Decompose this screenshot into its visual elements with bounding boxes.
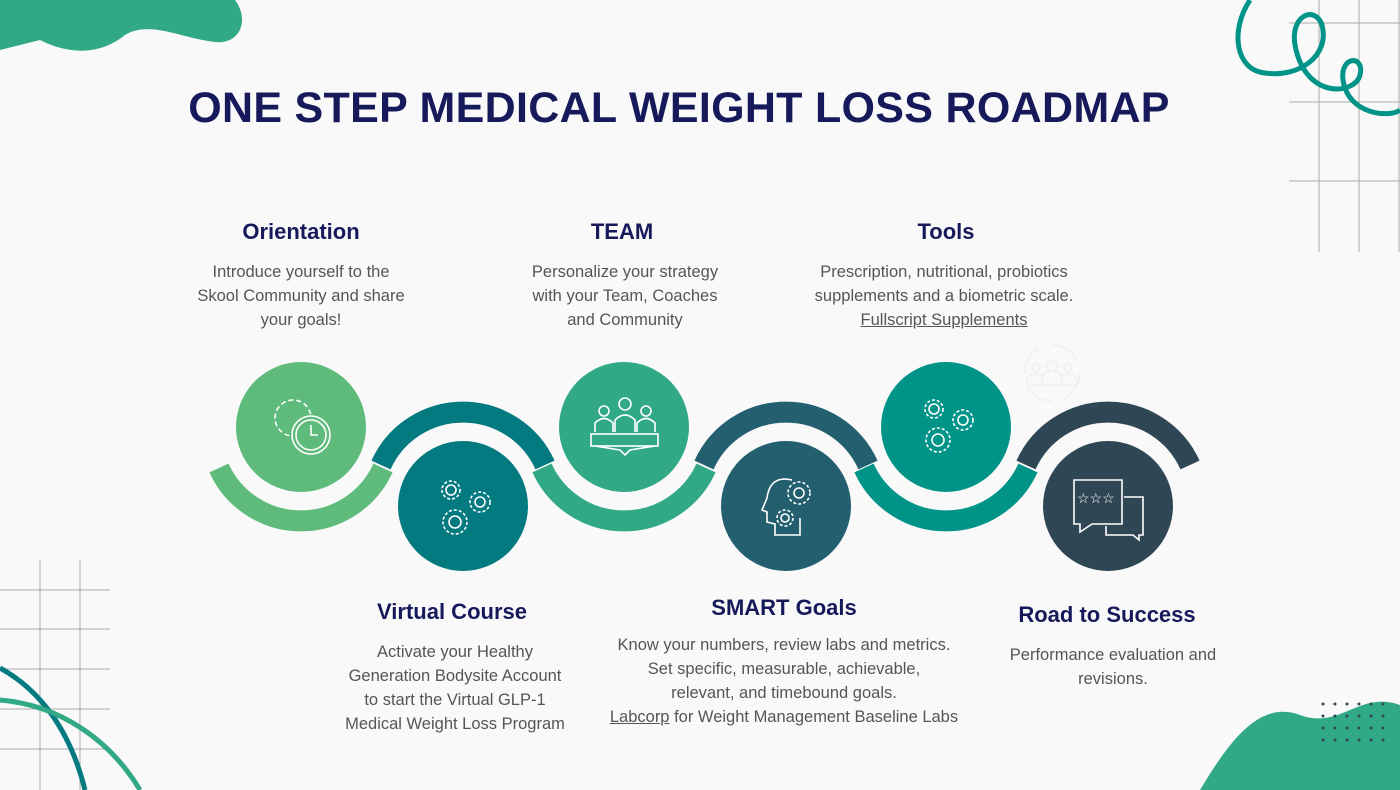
- text-line: to start the Virtual GLP-1: [364, 691, 546, 709]
- gears-icon-step2: [441, 480, 491, 535]
- blob-bottom-right: [1200, 701, 1400, 790]
- text-line: Introduce yourself to the: [212, 263, 390, 281]
- rating-chat-icon: ☆☆☆: [1073, 479, 1144, 542]
- arc-step2: [371, 401, 555, 470]
- grid-top-right: [1289, 0, 1400, 252]
- step-smart-goals-description: Know your numbers, review labs and metri…: [584, 633, 984, 729]
- arc-step3: [532, 463, 716, 532]
- arc-step5: [854, 463, 1038, 532]
- fullscript-supplements-link[interactable]: Fullscript Supplements: [860, 311, 1028, 329]
- text-line: Generation Bodysite Account: [348, 667, 562, 685]
- squiggle: [1235, 0, 1400, 117]
- step-tools-heading: Tools: [917, 219, 975, 244]
- text-line: Labcorp for Weight Management Baseline L…: [584, 705, 984, 729]
- gear-clock-icon: [274, 399, 331, 455]
- text-line: relevant, and timebound goals.: [671, 684, 897, 702]
- text-line: Set specific, measurable, achievable,: [647, 660, 921, 678]
- circle-step5: [881, 362, 1011, 492]
- step-team-description: Personalize your strategy with your Team…: [495, 260, 755, 332]
- curve-bottom-left-2: [0, 697, 143, 790]
- text-line: Prescription, nutritional, probiotics: [820, 263, 1068, 281]
- dots-pattern: [1321, 702, 1385, 742]
- circle-step2: [398, 441, 528, 571]
- circle-step4: [721, 441, 851, 571]
- text-line: Performance evaluation and: [1009, 646, 1217, 664]
- grid-bottom-left: [0, 560, 110, 790]
- text-line: your goals!: [260, 311, 342, 329]
- head-gears-icon: [760, 478, 811, 536]
- text-line: with your Team, Coaches: [532, 287, 718, 305]
- text-line: supplements and a biometric scale.: [814, 287, 1074, 305]
- arc-step4: [694, 401, 878, 470]
- text-line: and Community: [567, 311, 683, 329]
- arc-step1: [209, 463, 393, 532]
- step-orientation-heading: Orientation: [242, 219, 360, 244]
- circle-step3: [559, 362, 689, 492]
- text-line: Know your numbers, review labs and metri…: [617, 636, 951, 654]
- team-refresh-icon: [1023, 344, 1081, 402]
- svg-text:☆☆☆: ☆☆☆: [1077, 490, 1115, 506]
- text-line: Personalize your strategy: [531, 263, 719, 281]
- page-title: ONE STEP MEDICAL WEIGHT LOSS ROADMAP: [188, 84, 1170, 132]
- text-line: Activate your Healthy: [377, 643, 533, 661]
- step-virtual-course-description: Activate your Healthy Generation Bodysit…: [320, 640, 590, 736]
- circle-step6: [1043, 441, 1173, 571]
- step-virtual-course-heading: Virtual Course: [377, 599, 527, 624]
- text-line: revisions.: [1078, 670, 1148, 688]
- text-line: Skool Community and share: [197, 287, 405, 305]
- step-smart-goals-heading: SMART Goals: [711, 595, 857, 620]
- step-orientation-description: Introduce yourself to the Skool Communit…: [171, 260, 431, 332]
- gears-icon-step5: [924, 399, 974, 453]
- arc-step6: [1016, 401, 1200, 470]
- text-line: Medical Weight Loss Program: [345, 715, 565, 733]
- labcorp-link[interactable]: Labcorp: [609, 708, 670, 726]
- step-team-heading: TEAM: [590, 219, 654, 244]
- link-suffix: for Weight Management Baseline Labs: [669, 708, 959, 726]
- step-tools-description: Prescription, nutritional, probiotics su…: [784, 260, 1104, 332]
- curve-bottom-left-1: [0, 665, 88, 790]
- step-road-to-success-description: Performance evaluation and revisions.: [983, 643, 1243, 691]
- team-icon: [590, 397, 659, 457]
- step-road-to-success-heading: Road to Success: [1018, 602, 1196, 627]
- blob-top-left: [0, 0, 243, 51]
